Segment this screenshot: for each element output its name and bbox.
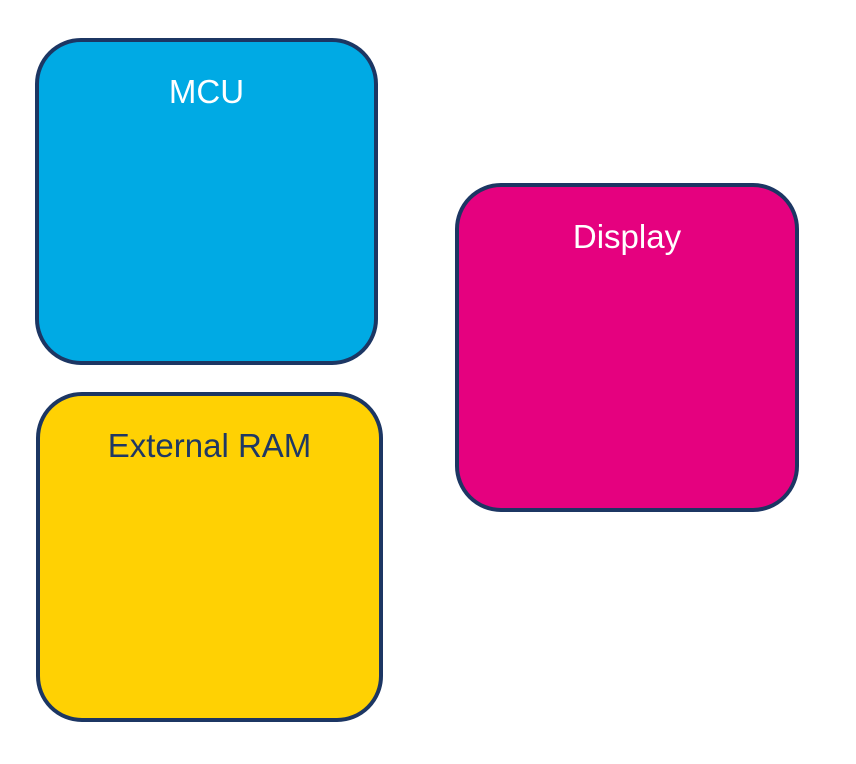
node-display-label: Display — [572, 218, 682, 255]
node-mcu: MCU — [35, 38, 378, 365]
node-mcu-label: MCU — [168, 73, 245, 110]
node-external-ram-label: External RAM — [107, 427, 312, 464]
node-external-ram: External RAM — [36, 392, 383, 722]
node-display: Display — [455, 183, 799, 512]
